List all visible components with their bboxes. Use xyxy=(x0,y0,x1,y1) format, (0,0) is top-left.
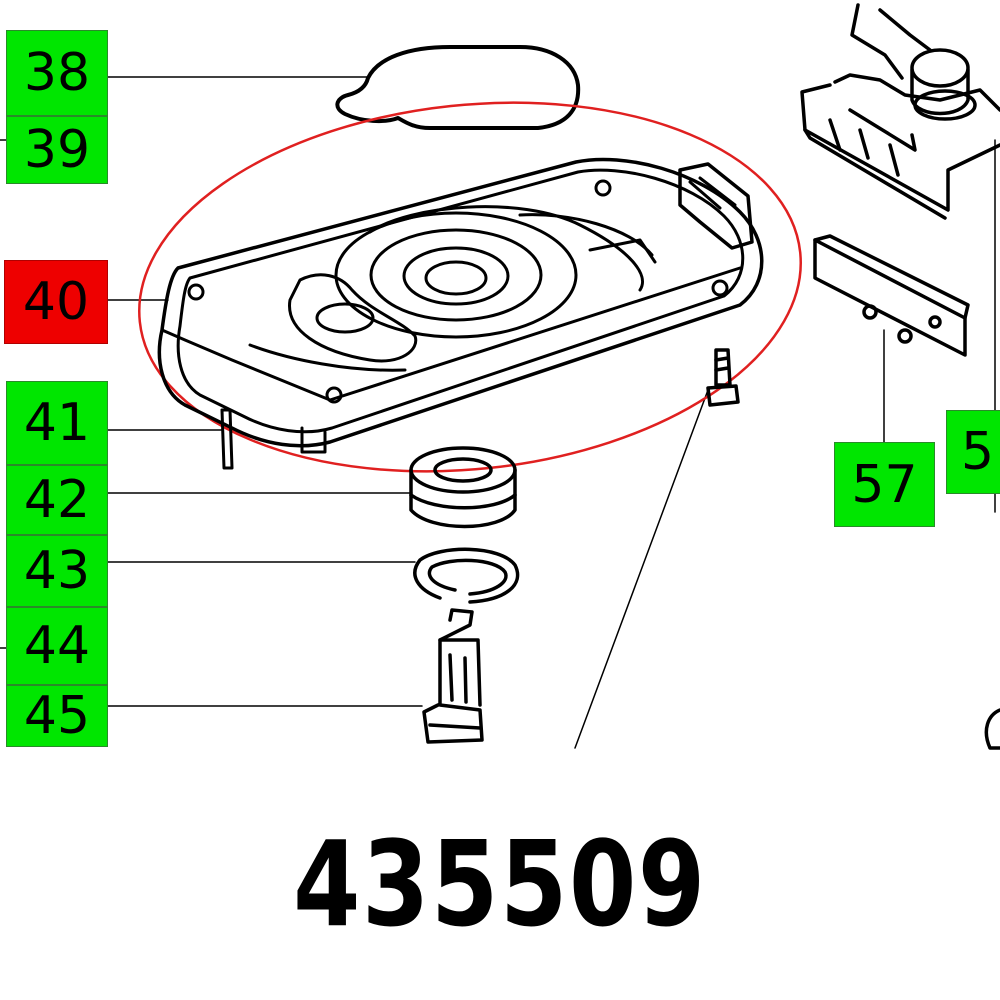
bearing-part xyxy=(409,446,517,529)
part-label-45[interactable]: 45 xyxy=(6,685,108,747)
part-label-43[interactable]: 43 xyxy=(6,535,108,607)
part-label-39[interactable]: 39 xyxy=(6,116,108,184)
part-label-5[interactable]: 5 xyxy=(946,410,1000,494)
bracket-part xyxy=(800,3,1000,220)
part-label-57[interactable]: 57 xyxy=(834,442,935,527)
part-label-38[interactable]: 38 xyxy=(6,30,108,116)
screw-part xyxy=(706,348,740,407)
partial-part xyxy=(984,708,1000,750)
plate-part xyxy=(813,234,970,357)
part-label-42[interactable]: 42 xyxy=(6,465,108,535)
part-label-41[interactable]: 41 xyxy=(6,381,108,465)
retaining-ring-part xyxy=(413,547,520,604)
part-label-40[interactable]: 40 xyxy=(4,260,108,344)
base-plate-part xyxy=(157,157,764,454)
part-label-44[interactable]: 44 xyxy=(6,607,108,685)
pin-part xyxy=(220,408,234,470)
leader-lines xyxy=(0,76,996,749)
shaft-part xyxy=(422,608,484,744)
gasket-part xyxy=(335,45,581,130)
part-number: 435509 xyxy=(293,815,707,953)
